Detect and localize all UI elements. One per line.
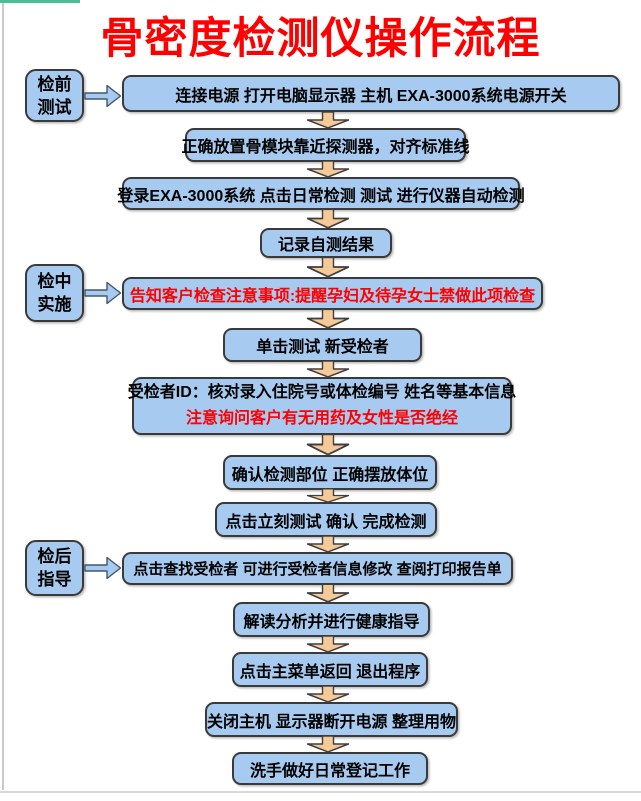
flow-step-power-on: 连接电源 打开电脑显示器 主机 EXA-3000系统电源开关 — [122, 75, 620, 112]
bottom-grey-edge-line — [0, 791, 641, 793]
flow-step-shutdown: 关闭主机 显示器断开电源 整理用物 — [205, 702, 458, 737]
down-arrow-icon — [306, 208, 350, 229]
phase-label-post-test: 检后 指导 — [25, 540, 84, 596]
flow-step-record-selftest: 记录自测结果 — [260, 228, 392, 258]
flow-step-text: 单击测试 新受检者 — [256, 339, 389, 356]
flow-step-text: 记录自测结果 — [277, 237, 374, 254]
flow-step-text: 连接电源 打开电脑显示器 主机 EXA-3000系统电源开关 — [175, 87, 567, 105]
phase-label-line: 测试 — [37, 97, 72, 117]
flow-step-wash-hands-register: 洗手做好日常登记工作 — [232, 752, 428, 785]
flow-step-notify-precautions: 告知客户检查注意事项:提醒孕妇及待孕女士禁做此项检查 — [122, 277, 543, 310]
flow-step-place-phantom: 正确放置骨模块靠近探测器，对齐标准线 — [182, 128, 470, 162]
flow-step-run-test: 点击立刻测试 确认 完成检测 — [215, 502, 437, 537]
down-arrow-icon — [306, 433, 350, 456]
flow-step-text: 登录EXA-3000系统 点击日常检测 测试 进行仪器自动检测 — [117, 187, 525, 205]
phase-label-line: 检后 — [37, 547, 72, 566]
flow-step-text: 点击主菜单返回 退出程序 — [239, 663, 421, 681]
right-arrow-icon — [84, 281, 122, 305]
phase-label-line: 检中 — [37, 272, 72, 291]
flow-step-examinee-id: 受检者ID：核对录入住院号或体检编号 姓名等基本信息 注意询问客户有无用药及女性… — [128, 377, 516, 435]
flow-step-text: 解读分析并进行健康指导 — [243, 613, 420, 631]
right-arrow-icon — [84, 84, 122, 108]
down-arrow-icon — [306, 160, 350, 178]
down-arrow-icon — [306, 583, 350, 603]
flow-step-health-guidance: 解读分析并进行健康指导 — [233, 602, 430, 637]
phase-label-during-test: 检中 实施 — [25, 264, 84, 322]
down-arrow-icon — [306, 488, 350, 503]
flow-step-find-examinee-print: 点击查找受检者 可进行受检者信息修改 查阅打印报告单 — [122, 552, 513, 585]
flow-step-login-daily-check: 登录EXA-3000系统 点击日常检测 测试 进行仪器自动检测 — [117, 177, 525, 210]
flow-step-new-examinee: 单击测试 新受检者 — [223, 328, 422, 362]
flow-step-text: 点击查找受检者 可进行受检者信息修改 查阅打印报告单 — [133, 561, 502, 578]
flow-step-warning-text: 注意询问客户有无用药及女性是否绝经 — [185, 410, 458, 427]
phase-label-line: 实施 — [37, 295, 72, 314]
page-title: 骨密度检测仪操作流程 — [100, 15, 541, 63]
top-green-edge-line — [0, 0, 80, 3]
phase-label-line: 检前 — [37, 74, 72, 94]
down-arrow-icon — [306, 360, 350, 378]
right-arrow-icon — [84, 556, 122, 580]
down-arrow-icon — [306, 635, 350, 653]
left-grey-edge-line — [2, 3, 4, 790]
phase-label-line: 指导 — [37, 570, 72, 589]
flow-step-text: 正确放置骨模块靠近探测器，对齐标准线 — [181, 139, 470, 156]
down-arrow-icon — [306, 535, 350, 553]
flow-step-exit-program: 点击主菜单返回 退出程序 — [232, 652, 428, 687]
flow-step-warning-text: 告知客户检查注意事项:提醒孕妇及待孕女士禁做此项检查 — [129, 287, 536, 305]
down-arrow-icon — [306, 735, 350, 753]
flow-step-text: 确认检测部位 正确摆放体位 — [231, 466, 429, 484]
flow-step-text: 洗手做好日常登记工作 — [249, 762, 410, 780]
down-arrow-icon — [306, 685, 350, 703]
down-arrow-icon — [306, 308, 350, 329]
down-arrow-icon — [306, 256, 350, 278]
down-arrow-icon — [306, 111, 350, 129]
flow-step-text: 受检者ID：核对录入住院号或体检编号 姓名等基本信息 — [127, 384, 517, 401]
phase-label-pre-test: 检前 测试 — [25, 69, 84, 122]
flow-step-text: 点击立刻测试 确认 完成检测 — [225, 513, 427, 531]
flow-step-confirm-position: 确认检测部位 正确摆放体位 — [223, 455, 437, 490]
flow-step-text: 关闭主机 显示器断开电源 整理用物 — [207, 713, 456, 731]
